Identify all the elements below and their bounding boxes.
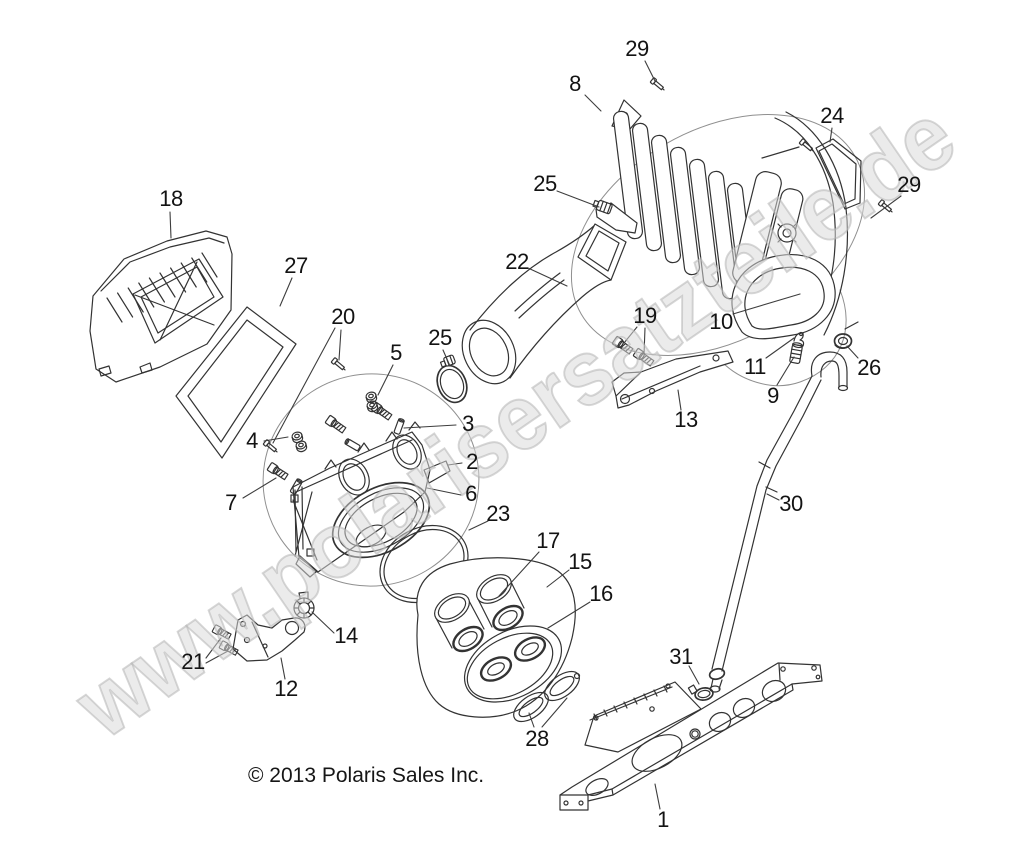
callout-label-24: 24: [820, 103, 844, 128]
callout-label-7: 7: [225, 490, 237, 515]
leader-line-7: [242, 477, 277, 499]
callout-label-19: 19: [633, 303, 657, 328]
callout-label-3: 3: [462, 411, 474, 436]
callout-label-16: 16: [589, 581, 613, 606]
callout-label-18: 18: [159, 186, 183, 211]
inlet-snout-and-clamp-25: [592, 199, 638, 234]
leader-line-25: [442, 349, 451, 367]
leader-line-9: [776, 356, 795, 386]
leader-line-19: [643, 327, 646, 356]
part-airbox-body-group: [570, 99, 866, 386]
part-intake-tube-22: [436, 223, 627, 404]
callout-label-30: 30: [779, 491, 803, 516]
leader-line-20: [272, 327, 336, 444]
leader-line-24: [829, 127, 833, 143]
callout-label-29: 29: [625, 36, 649, 61]
leader-line-21: [205, 637, 222, 659]
leader-lines: [169, 60, 902, 810]
callout-label-11: 11: [744, 354, 766, 379]
leader-line-4: [263, 436, 289, 442]
callout-label-9: 9: [767, 383, 779, 408]
callout-label-21: 21: [181, 649, 205, 674]
leader-line-5: [377, 364, 394, 396]
leader-line-21: [205, 650, 229, 664]
callout-label-31: 31: [669, 644, 693, 669]
leader-line-12: [280, 657, 286, 680]
housing-base-plate-15-16: [463, 625, 563, 703]
intake-tube-stub-left-17: [434, 593, 485, 653]
leader-line-25: [556, 190, 600, 208]
callout-label-29: 29: [897, 172, 921, 197]
callout-label-1: 1: [657, 807, 669, 832]
leader-line-18: [169, 211, 172, 239]
callout-label-10: 10: [709, 309, 733, 334]
leader-line-17: [498, 551, 540, 597]
callout-label-15: 15: [568, 549, 592, 574]
leader-line-29: [644, 60, 656, 82]
leader-line-16: [547, 601, 591, 629]
callout-label-23: 23: [486, 501, 510, 526]
callout-label-12: 12: [274, 676, 298, 701]
leader-line-19: [623, 326, 638, 344]
vent-fitting-11: [793, 331, 805, 347]
copyright-text: © 2013 Polaris Sales Inc.: [248, 764, 485, 787]
callout-label-28: 28: [525, 726, 549, 751]
leader-line-8: [584, 94, 602, 112]
callout-label-20: 20: [331, 304, 355, 329]
leader-line-1: [654, 783, 661, 810]
inner-resonator-10: [731, 171, 836, 340]
part-airbox-cover: [89, 230, 233, 383]
callout-label-25: 25: [428, 325, 452, 350]
plate-raised-frame: [584, 681, 702, 753]
leader-line-23: [468, 520, 489, 531]
callout-label-22: 22: [505, 249, 529, 274]
leader-line-26: [846, 345, 859, 359]
callout-label-26: 26: [857, 355, 881, 380]
intake-tube-stub-right-17: [476, 574, 525, 632]
leader-line-31: [688, 665, 700, 685]
part-mount-plate-1: [559, 662, 823, 811]
part-bracket-13: [611, 335, 734, 409]
clamp-31: [687, 684, 714, 701]
leader-line-29: [870, 195, 902, 219]
callout-label-2: 2: [466, 449, 478, 474]
grommet-9: [789, 342, 804, 365]
screws-29: [649, 76, 895, 215]
part-filter-frame: [175, 306, 297, 459]
leader-line-14: [311, 611, 335, 634]
leader-line-10: [732, 293, 801, 315]
part-airbox-base-group: [262, 373, 480, 587]
leader-line-6: [426, 487, 462, 496]
grommet-14: [293, 591, 315, 619]
callout-label-13: 13: [674, 407, 698, 432]
callout-label-8: 8: [569, 71, 581, 96]
leader-line-27: [279, 277, 293, 307]
leader-line-28: [541, 697, 568, 728]
callout-label-6: 6: [465, 481, 477, 506]
bushing-26: [833, 321, 859, 349]
part-foam-seals-28: [513, 670, 581, 723]
seal-ring-6: [331, 481, 431, 559]
leader-line-22: [527, 267, 568, 287]
leader-line-15: [546, 569, 570, 588]
leader-line-3: [403, 424, 457, 429]
leader-line-2: [447, 462, 463, 466]
callout-label-17: 17: [536, 528, 560, 553]
leader-line-20: [338, 329, 342, 361]
callout-label-27: 27: [284, 253, 308, 278]
callout-label-4: 4: [246, 428, 258, 453]
leader-line-13: [677, 389, 682, 411]
part-bracket-12-group: [211, 591, 315, 662]
part-intake-housing-group: [416, 557, 576, 718]
leader-line-28: [528, 712, 535, 728]
leader-line-30: [766, 493, 780, 501]
callout-label-25: 25: [533, 171, 557, 196]
callout-label-5: 5: [390, 340, 402, 365]
part-drain-tube-30: [687, 351, 849, 701]
leader-line-11: [765, 337, 795, 359]
callout-label-14: 14: [334, 623, 358, 648]
